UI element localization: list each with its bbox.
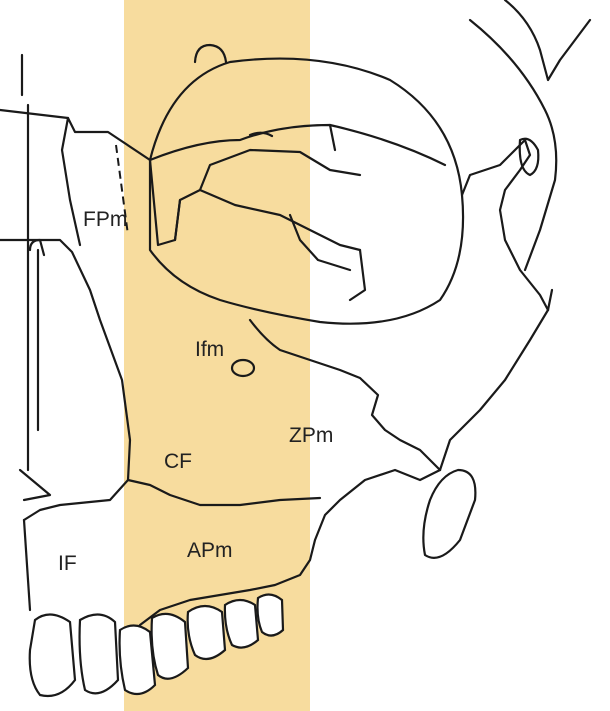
label-if: IF xyxy=(58,552,77,575)
label-apm: APm xyxy=(187,539,233,562)
label-cf: CF xyxy=(164,450,192,473)
label-fpm: FPm xyxy=(83,208,127,231)
label-ifm: Ifm xyxy=(195,338,224,361)
label-zpm: ZPm xyxy=(289,424,333,447)
